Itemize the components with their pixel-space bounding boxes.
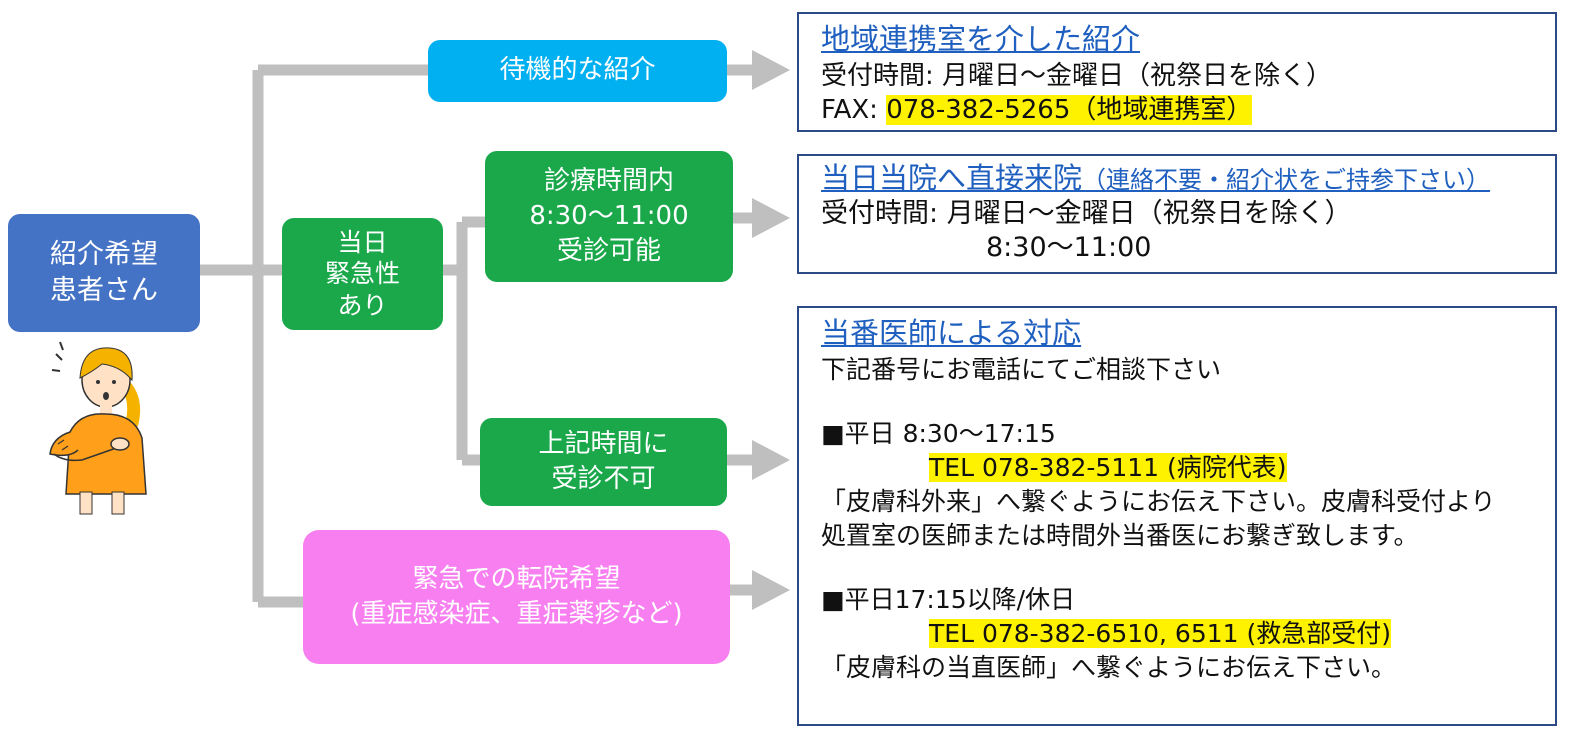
out-hours-line1: 上記時間に xyxy=(538,428,669,459)
panel-oncall-intro: 下記番号にお電話にてご相談下さい xyxy=(821,355,1222,385)
after-hours-note: 「皮膚科の当直医師」へ繋ぐようにお伝え下さい。 xyxy=(821,653,1397,683)
urgent-box-line3: あり xyxy=(337,290,388,320)
panel-referral: 地域連携室を介した紹介 受付時間: 月曜日～金曜日（祝祭日を除く） FAX: 0… xyxy=(797,12,1557,132)
in-hours-box: 診療時間内 8:30～11:00 受診可能 xyxy=(485,151,733,282)
panel-direct-time: 8:30～11:00 xyxy=(986,231,1152,263)
patient-box-line2: 患者さん xyxy=(50,275,158,306)
after-hours-header: ■平日17:15以降/休日 xyxy=(821,585,1076,615)
weekday-tel: TEL 078-382-5111 (病院代表) xyxy=(929,453,1287,483)
panel-referral-hours: 受付時間: 月曜日～金曜日（祝祭日を除く） xyxy=(821,60,1333,91)
patient-box-line1: 紹介希望 xyxy=(50,238,158,270)
arrow-head-standby xyxy=(752,50,790,90)
weekday-header: ■平日 8:30～17:15 xyxy=(821,419,1056,449)
weekday-note1: 「皮膚科外来」へ繋ぐようにお伝え下さい。皮膚科受付より xyxy=(821,487,1496,517)
patient-illustration xyxy=(49,341,147,515)
patient-box: 紹介希望 患者さん xyxy=(8,214,200,332)
transfer-line1: 緊急での転院希望 xyxy=(412,563,621,594)
panel-direct-visit: 当日当院へ直接来院（連絡不要・紹介状をご持参下さい） 受付時間: 月曜日～金曜日… xyxy=(797,154,1557,274)
in-hours-line2: 8:30～11:00 xyxy=(529,200,689,231)
panel-direct-title: 当日当院へ直接来院 xyxy=(821,161,1083,195)
arrow-head-out-hours xyxy=(752,440,790,480)
arrow-head-in-hours xyxy=(752,198,790,238)
worry-marks-icon xyxy=(51,341,64,372)
panel-direct-hours: 受付時間: 月曜日～金曜日（祝祭日を除く） xyxy=(821,197,1352,229)
urgent-box-line1: 当日 xyxy=(337,228,388,258)
in-hours-line1: 診療時間内 xyxy=(543,165,674,196)
panel-direct-title-note: （連絡不要・紹介状をご持参下さい） xyxy=(1082,166,1491,194)
fax-label: FAX: xyxy=(821,95,887,126)
panel-oncall-title[interactable]: 当番医師による対応 xyxy=(821,316,1082,350)
out-hours-line2: 受診不可 xyxy=(551,464,656,494)
arrow-head-transfer xyxy=(752,570,790,610)
panel-oncall: 当番医師による対応 下記番号にお電話にてご相談下さい ■平日 8:30～17:1… xyxy=(797,306,1557,726)
standby-referral-label: 待機的な紹介 xyxy=(499,55,656,86)
urgent-box: 当日 緊急性 あり xyxy=(282,218,443,330)
in-hours-line3: 受診可能 xyxy=(556,236,661,267)
panel-referral-fax: FAX: 078-382-5265（地域連携室） xyxy=(821,93,1533,128)
transfer-line2: (重症感染症、重症薬疹など) xyxy=(350,599,683,629)
urgent-box-line2: 緊急性 xyxy=(324,259,400,289)
transfer-box: 緊急での転院希望 (重症感染症、重症薬疹など) xyxy=(303,530,730,664)
out-hours-box: 上記時間に 受診不可 xyxy=(480,418,727,506)
standby-referral-box: 待機的な紹介 xyxy=(428,40,727,102)
after-hours-tel: TEL 078-382-6510, 6511 (救急部受付) xyxy=(929,619,1392,649)
panel-referral-title[interactable]: 地域連携室を介した紹介 xyxy=(821,22,1141,56)
panel-direct-title-line[interactable]: 当日当院へ直接来院（連絡不要・紹介状をご持参下さい） xyxy=(821,160,1533,197)
weekday-note2: 処置室の医師または時間外当番医にお繋ぎ致します。 xyxy=(821,521,1419,551)
fax-number: 078-382-5265（地域連携室） xyxy=(886,95,1253,126)
